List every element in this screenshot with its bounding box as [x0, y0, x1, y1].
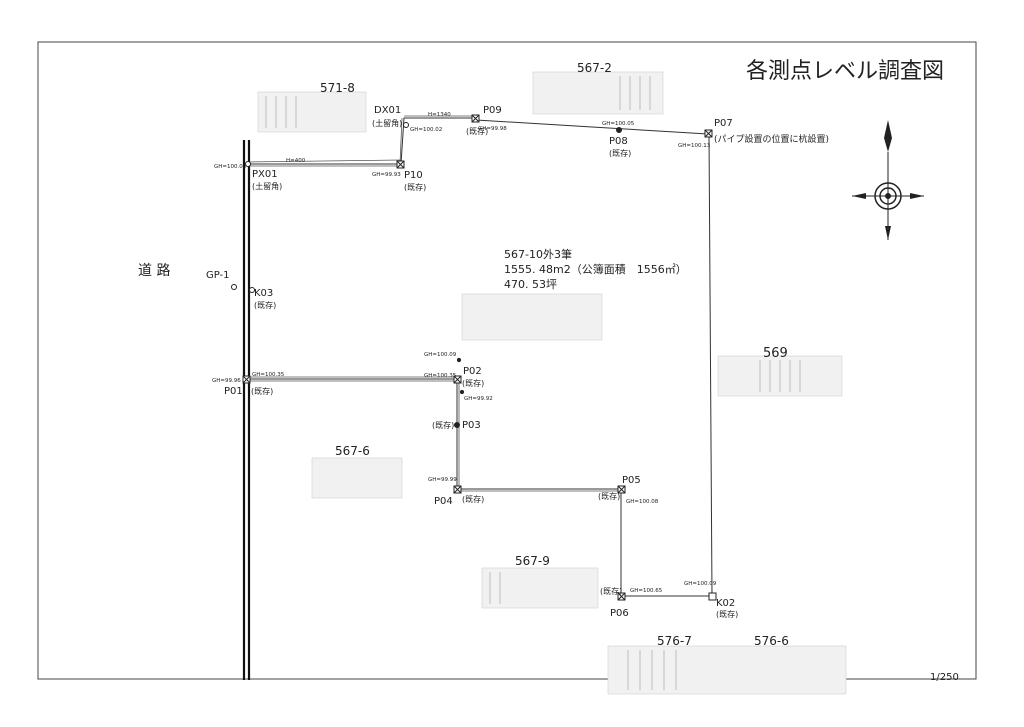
stamp-571-8: [257, 91, 367, 133]
level-dx01: GH=100.02: [410, 127, 442, 133]
height-px01-p10: H=400: [286, 158, 306, 164]
note-p04: (既存): [462, 494, 484, 504]
lot-567-6: 567-6: [335, 444, 370, 458]
ground-levels: GH=100.02 GH=99.98 GH=100.05 GH=100.13 G…: [212, 121, 717, 594]
note-px01: (土留角): [252, 181, 282, 191]
lot-576-6: 576-6: [754, 634, 789, 648]
note-p07: (パイプ設置の位置に杭設置): [714, 133, 829, 145]
retaining-wall: [245, 115, 621, 492]
level-p10: GH=99.93: [372, 172, 401, 178]
marker-p02-top: [456, 357, 462, 363]
level-p09: GH=99.98: [478, 126, 507, 132]
note-p01: (既存): [251, 386, 273, 396]
label-p02: P02: [463, 366, 482, 377]
level-p02-top: GH=100.09: [424, 352, 457, 358]
label-p04: P04: [434, 496, 453, 507]
level-p07: GH=100.13: [678, 143, 711, 149]
stamp-569: [717, 355, 843, 397]
label-p07: P07: [714, 118, 733, 129]
marker-p03: [454, 422, 460, 428]
scale-label: 1/250: [930, 672, 959, 683]
level-p08: GH=100.05: [602, 121, 635, 127]
level-p01: GH=99.96: [212, 378, 241, 384]
note-k02: (既存): [716, 609, 738, 619]
note-p05: (既存): [598, 491, 620, 501]
marker-p08: [616, 127, 622, 133]
label-gp1: GP-1: [206, 270, 230, 281]
note-dx01: (土留角): [372, 118, 402, 128]
north-compass-icon: [852, 120, 924, 240]
label-k02: K02: [716, 598, 735, 609]
point-markers: [231, 114, 717, 601]
stamp-567-6: [311, 457, 403, 499]
note-p02: (既存): [462, 378, 484, 388]
road-label: 道 路: [138, 263, 170, 279]
level-p04: GH=99.99: [428, 477, 457, 483]
label-p09: P09: [483, 105, 502, 116]
lot-567-2: 567-2: [577, 61, 612, 75]
level-p06: GH=100.65: [630, 588, 663, 594]
parcel-tsubo: 470. 53坪: [504, 278, 557, 291]
level-k02: GH=100.09: [684, 581, 717, 587]
marker-dx01: [403, 122, 409, 128]
marker-px01: [245, 161, 251, 167]
sheet-frame: [37, 41, 977, 680]
note-p08: (既存): [609, 148, 631, 158]
label-px01: PX01: [252, 169, 278, 180]
note-p03: (既存): [432, 420, 454, 430]
label-p10: P10: [404, 170, 423, 181]
lot-576-7: 576-7: [657, 634, 692, 648]
level-p02-left: GH=100.35: [424, 373, 457, 379]
stamp-576: [607, 645, 847, 695]
stamp-center: [461, 293, 603, 341]
stamp-567-9: [481, 567, 599, 609]
level-p01-right: GH=100.35: [252, 372, 285, 378]
note-k03: (既存): [254, 300, 276, 310]
note-p06: (既存): [600, 586, 622, 596]
parcel-boundary: [246, 117, 713, 597]
stamp-567-2: [532, 71, 664, 115]
height-dx01-p09: H=1340: [428, 112, 451, 118]
level-px01: GH=100.00: [214, 164, 247, 170]
label-k03: K03: [254, 288, 273, 299]
marker-k02: [708, 592, 717, 601]
label-p06: P06: [610, 608, 629, 619]
label-p03: P03: [462, 420, 481, 431]
label-p01: P01: [224, 386, 243, 397]
label-dx01: DX01: [374, 105, 401, 116]
road-edge: [242, 140, 251, 680]
level-p05: GH=100.08: [626, 499, 659, 505]
marker-k03: [249, 287, 255, 293]
parcel-area: 1555. 48m2（公簿面積 1556㎡）: [504, 262, 687, 276]
lot-571-8: 571-8: [320, 81, 355, 95]
label-p08: P08: [609, 136, 628, 147]
marker-gp1: [231, 284, 237, 290]
map-title: 各測点レベル調査図: [746, 59, 944, 84]
level-p02-bottom: GH=99.92: [464, 396, 493, 402]
marker-p02-bottom: [459, 389, 465, 395]
parcel-number: 567-10外3筆: [504, 247, 572, 261]
note-p10: (既存): [404, 182, 426, 192]
lot-569: 569: [763, 346, 788, 361]
lot-567-9: 567-9: [515, 554, 550, 568]
label-p05: P05: [622, 475, 641, 486]
note-p09: (既存): [466, 126, 488, 136]
